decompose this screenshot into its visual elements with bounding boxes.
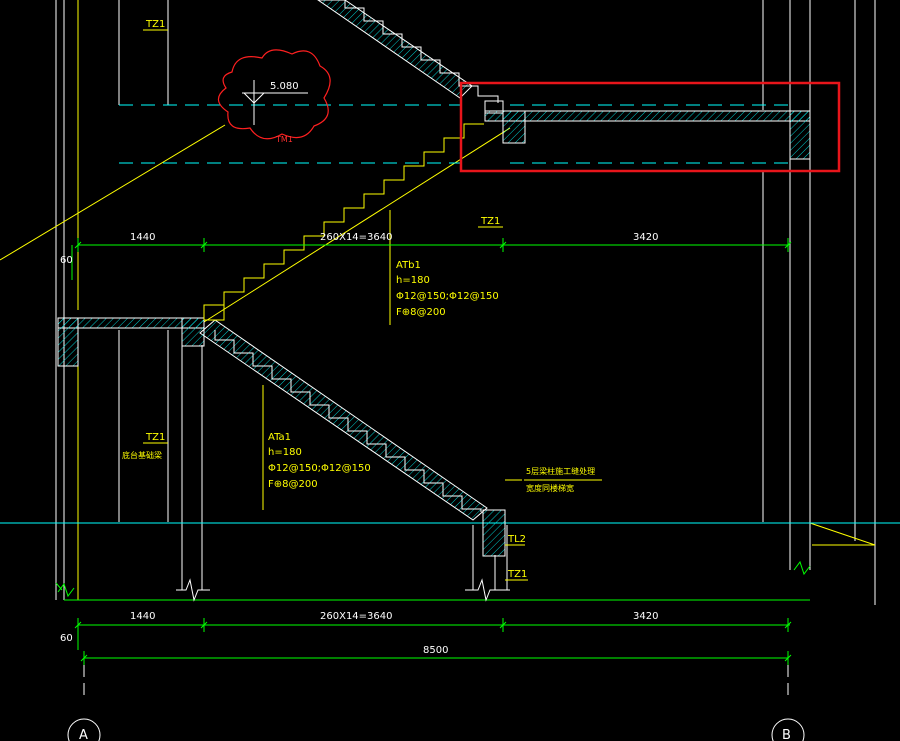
dim-lower-right: 3420 — [633, 611, 658, 622]
guide-lines — [0, 0, 876, 600]
tz-underlines — [143, 29, 528, 581]
tz-label-top-left: TZ1 — [145, 19, 165, 30]
tz-label-bottom: TZ1 — [507, 569, 527, 580]
upper-flight-rebar-main: Φ12@150;Φ12@150 — [396, 291, 499, 302]
dim-upper-left: 1440 — [130, 232, 155, 243]
dim-lower-total: 8500 — [423, 645, 448, 656]
highlight-rect — [459, 81, 841, 173]
tl2-beam — [482, 509, 506, 557]
axis-label-left: A — [79, 728, 88, 741]
dim-upper-right: 3420 — [633, 232, 658, 243]
upper-stair-flight — [203, 123, 484, 321]
lower-flight-name: ATa1 — [268, 432, 291, 443]
revision-cloud — [217, 49, 331, 140]
tz-label-upper-mid: TZ1 — [480, 216, 500, 227]
upper-flight-thickness: h=180 — [396, 275, 430, 286]
dim-lower-left: 1440 — [130, 611, 155, 622]
dim-lower-side: 60 — [60, 633, 73, 644]
dim-upper-side: 60 — [60, 255, 73, 266]
dimension-lines-lower — [55, 560, 811, 665]
lower-stair-flight — [199, 319, 488, 521]
dim-upper-middle: 260X14=3640 — [320, 232, 393, 243]
lower-flight-thickness: h=180 — [268, 447, 302, 458]
lower-flight-rebar-main: Φ12@150;Φ12@150 — [268, 463, 371, 474]
dim-lower-middle: 260X14=3640 — [320, 611, 393, 622]
left-landing — [57, 317, 205, 367]
note-beam-line1: 5层梁柱施工缝处理 — [526, 466, 595, 476]
axis-lines — [67, 665, 805, 741]
note-lower-left: 底台基础梁 — [122, 450, 162, 460]
axis-label-right: B — [782, 728, 791, 741]
column-lines — [55, 0, 876, 605]
note-beam-line2: 宽度同楼梯宽 — [526, 483, 574, 493]
cloud-tag: TM1 — [275, 135, 293, 144]
break-lines — [176, 578, 510, 602]
upper-flight-name: ATb1 — [396, 260, 421, 271]
tl-label: TL2 — [507, 534, 526, 545]
upper-flight-rebar-dist: F⊕8@200 — [396, 307, 446, 318]
upper-landing — [484, 100, 811, 160]
top-stair-flight — [317, 0, 499, 103]
lower-flight-rebar-dist: F⊕8@200 — [268, 479, 318, 490]
level-lines — [0, 104, 900, 524]
elevation-marker — [242, 80, 308, 125]
elevation-label: 5.080 — [270, 81, 299, 92]
dimension-lines-upper — [71, 238, 792, 280]
tz-label-lower-left: TZ1 — [145, 432, 165, 443]
